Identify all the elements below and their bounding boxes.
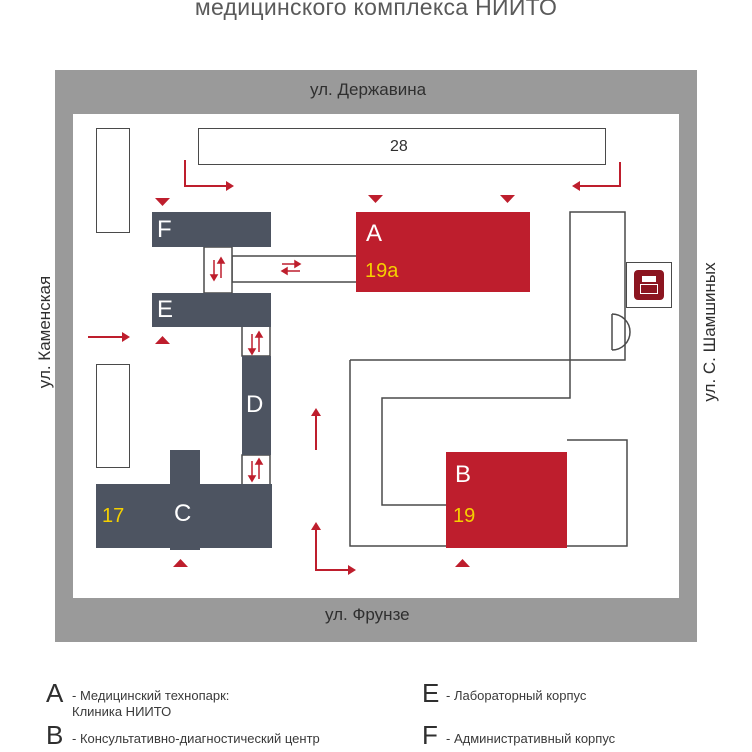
legend-letter-f: F bbox=[422, 720, 438, 750]
direction-arrow-icon bbox=[88, 160, 621, 571]
outline-complex-east bbox=[350, 211, 626, 506]
legend-letter-b: B bbox=[46, 720, 64, 750]
building-b: B 19 bbox=[446, 452, 567, 548]
passage-d-c bbox=[241, 454, 271, 486]
passage-f-e bbox=[203, 246, 233, 294]
building-f: F bbox=[152, 212, 271, 247]
legend-text-f: - Административный корпус bbox=[446, 731, 616, 746]
building-c-core bbox=[130, 484, 270, 542]
parking-meter-icon bbox=[634, 270, 664, 300]
legend-text-e: - Лабораторный корпус bbox=[446, 688, 587, 703]
building-b-number: 19 bbox=[453, 505, 476, 527]
building-d-letter: D bbox=[246, 391, 264, 418]
building-a-number: 19а bbox=[365, 260, 399, 282]
legend-text-a: - Медицинский технопарк: Клиника НИИТО bbox=[72, 688, 230, 719]
passage-e-d bbox=[241, 325, 271, 357]
building-f-letter: F bbox=[157, 216, 172, 243]
building-a-letter: A bbox=[366, 220, 383, 247]
building-e: E bbox=[152, 293, 271, 327]
street-south: ул. Фрунзе bbox=[325, 605, 410, 624]
building-c-letter: C bbox=[174, 500, 192, 527]
legend-text-b: - Консультативно-диагностический центр bbox=[72, 731, 320, 746]
two-way-passage-icon bbox=[209, 256, 302, 483]
building-28: 28 bbox=[198, 128, 606, 165]
outbuilding-northwest bbox=[96, 128, 130, 233]
legend-letter-e: E bbox=[422, 678, 440, 708]
street-north: ул. Державина bbox=[310, 80, 427, 99]
building-c-number: 17 bbox=[102, 505, 125, 527]
page-title: медицинского комплекса НИИТО bbox=[194, 0, 558, 20]
building-a: A 19а bbox=[356, 212, 530, 292]
building-28-label: 28 bbox=[390, 138, 408, 155]
outbuilding-west bbox=[96, 364, 130, 468]
building-e-letter: E bbox=[157, 296, 174, 323]
legend-letter-a: A bbox=[46, 678, 64, 708]
building-b-letter: B bbox=[455, 461, 472, 488]
parking-meter-box bbox=[626, 262, 672, 308]
building-d: D bbox=[242, 356, 271, 455]
door-arc bbox=[611, 313, 631, 351]
entrance-triangle-icon bbox=[155, 195, 515, 567]
